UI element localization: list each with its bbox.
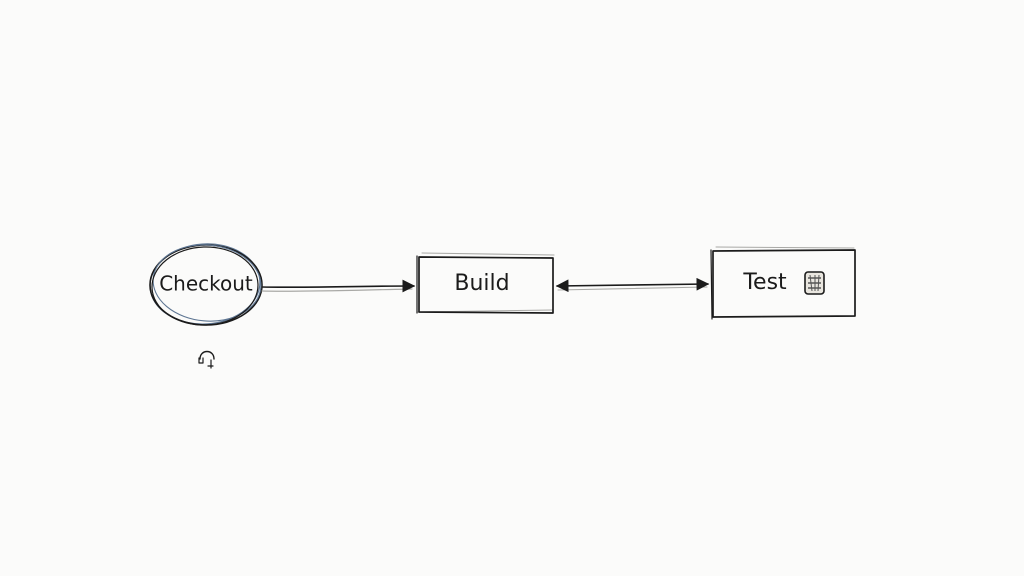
node-checkout-label: Checkout [159,272,253,296]
node-checkout[interactable]: Checkout [147,240,264,327]
node-build[interactable]: Build [416,252,555,314]
node-build-label: Build [454,271,509,296]
edge-checkout-build[interactable] [261,279,416,293]
node-test-label: Test [742,270,787,295]
test-badge-icon [804,271,825,295]
edge-build-test[interactable] [555,277,710,293]
node-test[interactable]: Test [710,246,856,320]
headphones-icon [198,350,215,369]
